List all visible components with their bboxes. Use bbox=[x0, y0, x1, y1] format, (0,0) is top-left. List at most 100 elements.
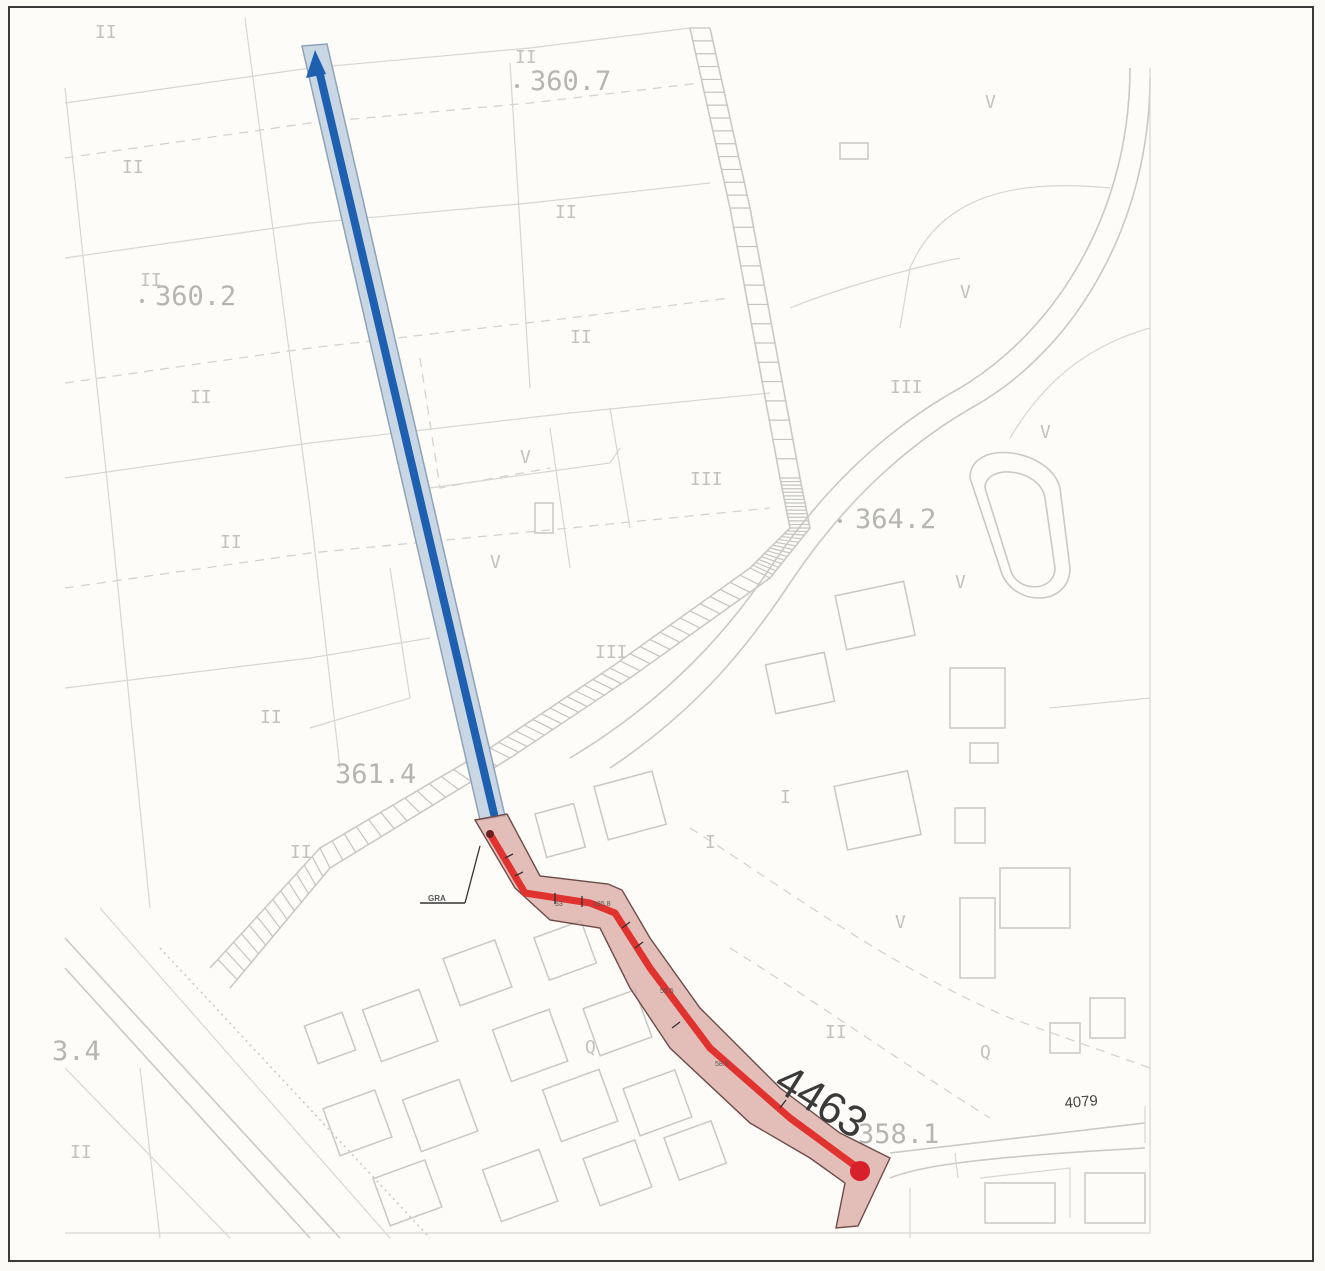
map-markers: II II II II II II II II II II II II III … bbox=[70, 22, 1051, 1163]
hatch-line bbox=[729, 581, 751, 593]
marker: II bbox=[140, 270, 162, 291]
hatch-line bbox=[272, 899, 288, 920]
marker: I bbox=[705, 832, 716, 853]
endpoint-marker-icon[interactable] bbox=[850, 1161, 870, 1181]
hatch-line bbox=[659, 631, 681, 643]
hatch-line bbox=[217, 959, 238, 980]
marker: V bbox=[895, 912, 906, 933]
marker: V bbox=[520, 447, 531, 468]
hatch-line bbox=[240, 933, 260, 955]
hatch-line bbox=[368, 819, 382, 837]
hatch-line bbox=[769, 547, 791, 554]
segment-label: 53 bbox=[555, 901, 563, 908]
marker: II bbox=[190, 387, 212, 408]
hatch-line bbox=[225, 950, 245, 972]
map-frame: II II II II II II II II II II II II III … bbox=[8, 6, 1314, 1262]
hatch-line bbox=[392, 804, 408, 822]
segment-label: 59.5 bbox=[660, 988, 674, 995]
marker: V bbox=[985, 92, 996, 113]
marker: II bbox=[70, 1142, 92, 1163]
elevation-label: 364.2 bbox=[855, 504, 936, 535]
hatch-line bbox=[311, 856, 324, 877]
hatch-line bbox=[609, 667, 631, 679]
hatch-line bbox=[380, 811, 395, 830]
planned-route-buffer bbox=[473, 813, 891, 1229]
hatch-line bbox=[280, 890, 295, 912]
hatch-line bbox=[575, 690, 596, 702]
hatch-line bbox=[709, 596, 731, 608]
marker: I bbox=[780, 787, 791, 808]
elevation-label: 3.4 bbox=[52, 1036, 101, 1067]
hatch-line bbox=[758, 558, 779, 568]
hatch-line bbox=[775, 541, 796, 547]
hatch-line bbox=[489, 747, 511, 759]
elevation-label: 360.7 bbox=[530, 66, 611, 97]
hatch-line bbox=[428, 783, 447, 798]
hatch-line bbox=[506, 736, 528, 748]
hatch-line bbox=[679, 617, 701, 629]
marker: III bbox=[595, 642, 628, 663]
marker: II bbox=[260, 707, 282, 728]
hatch-line bbox=[295, 873, 310, 895]
planned-route-line[interactable] bbox=[486, 830, 862, 1172]
hatch-line bbox=[498, 741, 519, 753]
hatch-line bbox=[331, 840, 344, 861]
hatch-line bbox=[689, 610, 711, 622]
marker: V bbox=[960, 282, 971, 303]
hatch-line bbox=[764, 553, 785, 561]
hatch-line bbox=[669, 624, 691, 636]
hatch-line bbox=[766, 550, 788, 558]
hatch-line bbox=[256, 916, 274, 937]
existing-route-line[interactable] bbox=[314, 62, 498, 818]
hatch-line bbox=[566, 696, 588, 708]
marker: II bbox=[95, 22, 117, 43]
hatch-line bbox=[416, 790, 434, 806]
hatch-line bbox=[288, 881, 302, 903]
hatch-line bbox=[532, 718, 554, 730]
hatch-line bbox=[355, 826, 370, 845]
route-callout: GRA bbox=[420, 845, 481, 904]
hatch-line bbox=[303, 864, 317, 886]
hatch-line bbox=[524, 724, 545, 736]
hatch-line bbox=[601, 673, 622, 685]
marker: Q bbox=[980, 1042, 991, 1063]
elevation-label: 358.1 bbox=[858, 1119, 939, 1150]
marker: III bbox=[890, 377, 923, 398]
hatch-line bbox=[772, 544, 793, 551]
hatch-line bbox=[541, 713, 562, 725]
marker: V bbox=[1040, 422, 1051, 443]
hatch-line bbox=[319, 847, 331, 869]
hatch-line bbox=[752, 564, 774, 575]
hatch-line bbox=[343, 833, 357, 853]
marker: V bbox=[955, 572, 966, 593]
hatch-line bbox=[453, 768, 472, 783]
hatch-line bbox=[233, 941, 252, 963]
hatch-line bbox=[264, 907, 281, 929]
marker: II bbox=[515, 47, 537, 68]
north-arrow-icon bbox=[306, 50, 326, 78]
elevation-label: 361.4 bbox=[335, 759, 416, 790]
hatch-line bbox=[404, 797, 421, 814]
segment-label: 58.5 bbox=[715, 1061, 729, 1068]
hatch-line bbox=[619, 660, 641, 672]
hatch-line bbox=[739, 574, 761, 586]
embankment-hatching bbox=[217, 27, 810, 980]
segment-label: 185.8 bbox=[593, 901, 611, 908]
hatch-line bbox=[749, 567, 771, 579]
hatch-line bbox=[699, 603, 721, 615]
road-label: 4079 bbox=[1064, 1092, 1099, 1112]
marker: Q bbox=[585, 1037, 596, 1058]
marker: II bbox=[825, 1022, 847, 1043]
marker: II bbox=[570, 327, 592, 348]
hatch-line bbox=[515, 730, 536, 742]
hatch-line bbox=[441, 776, 459, 790]
hatch-line bbox=[761, 556, 782, 565]
cadastral-map[interactable]: II II II II II II II II II II II II III … bbox=[10, 8, 1312, 1260]
hatch-line bbox=[755, 561, 776, 572]
hatch-line bbox=[639, 646, 661, 658]
hatch-line bbox=[592, 678, 614, 690]
basemap bbox=[64, 17, 1151, 1239]
marker: II bbox=[122, 157, 144, 178]
planned-route[interactable]: 53 185.8 59.5 58.5 bbox=[473, 813, 891, 1229]
hatch-line bbox=[649, 638, 671, 650]
